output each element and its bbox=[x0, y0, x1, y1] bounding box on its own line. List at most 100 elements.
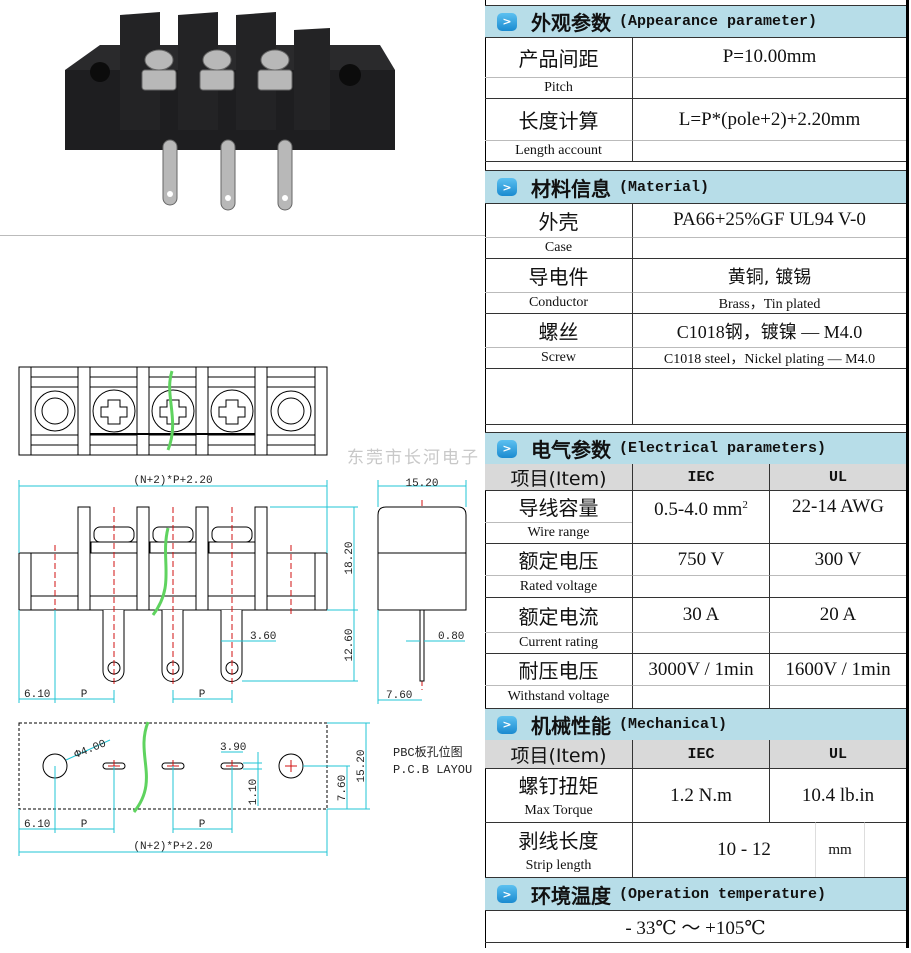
empty-cell bbox=[769, 685, 906, 708]
value-strip-length-unit: mm bbox=[815, 822, 865, 877]
dim-pitch: P bbox=[199, 689, 206, 701]
dim-pcb-width: 15.20 bbox=[356, 749, 368, 782]
label-torque-cn: 螺钉扭矩 bbox=[485, 768, 632, 800]
chevron-right-icon: > bbox=[497, 885, 517, 903]
value-current-rating-ul: 20 A bbox=[769, 597, 906, 632]
section-header-material: > 材料信息 (Material) bbox=[485, 170, 906, 204]
value-conductor-en: Brass，Tin plated bbox=[632, 292, 906, 313]
label-conductor-cn: 导电件 bbox=[485, 258, 632, 292]
section-header-electrical: > 电气参数 (Electrical parameters) bbox=[485, 432, 906, 465]
value-torque-iec: 1.2 N.m bbox=[632, 768, 769, 822]
empty-cell bbox=[632, 575, 769, 597]
value-text: 0.5-4.0 mm bbox=[654, 499, 743, 520]
section-header-temperature: > 环境温度 (Operation temperature) bbox=[485, 877, 906, 911]
dim-body-height: 18.20 bbox=[344, 541, 356, 574]
dim-slot-width: 1.10 bbox=[248, 779, 260, 805]
dim-pitch: P bbox=[81, 819, 88, 831]
value-temperature: - 33℃ ～ +105℃ bbox=[485, 910, 906, 943]
terminal-block-photo bbox=[65, 12, 395, 211]
section-subtitle: (Electrical parameters) bbox=[619, 440, 827, 457]
dim-edge-offset: 6.10 bbox=[24, 819, 50, 831]
label-torque-en: Max Torque bbox=[524, 803, 593, 818]
label-withstand-en: Withstand voltage bbox=[485, 685, 632, 708]
pcb-label-cn: PBC板孔位图 bbox=[393, 744, 463, 760]
label-pitch-cn: 产品间距 bbox=[518, 46, 599, 71]
column-header-item: 项目(Item) bbox=[485, 740, 632, 768]
label-current-rating-cn: 额定电流 bbox=[485, 597, 632, 632]
value-conductor: 黄铜, 镀锡 bbox=[632, 258, 906, 292]
dim-edge-offset: 6.10 bbox=[24, 689, 50, 701]
superscript: 2 bbox=[742, 499, 748, 511]
dim-pitch: P bbox=[81, 689, 88, 701]
label-case-cn: 外壳 bbox=[538, 209, 579, 234]
chevron-right-icon: > bbox=[497, 178, 517, 196]
section-header-mechanical: > 机械性能 (Mechanical) bbox=[485, 708, 906, 741]
value-case: PA66+25%GF UL94 V-0 bbox=[632, 203, 906, 237]
value-screw: C1018钢，镀镍 — M4.0 bbox=[632, 313, 906, 347]
empty-cell bbox=[632, 685, 769, 708]
label-strip-length-en: Strip length bbox=[525, 858, 592, 873]
label-pitch-en: Pitch bbox=[485, 77, 632, 98]
value-wire-range-ul: 22-14 AWG bbox=[769, 490, 906, 543]
empty-cell bbox=[632, 77, 906, 98]
column-header-iec: IEC bbox=[632, 740, 769, 768]
dim-pin-width: 3.60 bbox=[250, 631, 276, 643]
value-strip-length: 10 - 12 bbox=[632, 822, 815, 877]
label-screw-en: Screw bbox=[485, 347, 632, 368]
value-pitch: P=10.00mm bbox=[632, 37, 906, 77]
label-conductor-en: Conductor bbox=[485, 292, 632, 313]
label-case-en: Case bbox=[485, 237, 632, 258]
empty-cell bbox=[769, 632, 906, 653]
pcb-label-en: P.C.B LAYOU bbox=[393, 763, 472, 777]
dim-slot-length: 3.90 bbox=[220, 742, 246, 754]
dim-side-width: 15.20 bbox=[405, 478, 438, 490]
watermark: 东莞市长河电子 bbox=[347, 448, 480, 468]
label-rated-voltage-cn: 额定电压 bbox=[485, 543, 632, 575]
section-subtitle: (Operation temperature) bbox=[619, 885, 827, 903]
technical-drawing: (N+2)*P+2.20 15.20 18.20 12.60 3.60 0.80… bbox=[0, 236, 485, 948]
value-rated-voltage-iec: 750 V bbox=[632, 543, 769, 575]
top-view bbox=[18, 366, 328, 456]
column-header-iec: IEC bbox=[632, 464, 769, 490]
empty-cell bbox=[632, 140, 906, 162]
label-length-cn: 长度计算 bbox=[485, 98, 632, 140]
value-length: L=P*(pole+2)+2.20mm bbox=[632, 98, 906, 140]
empty-cell bbox=[769, 575, 906, 597]
section-title: 电气参数 bbox=[531, 438, 611, 462]
drawing-panel: 东莞市长河电子 bbox=[0, 0, 486, 948]
label-wire-range-en: Wire range bbox=[485, 522, 632, 543]
section-subtitle: (Appearance parameter) bbox=[619, 13, 818, 30]
empty-cell bbox=[865, 822, 906, 877]
label-screw-cn: 螺丝 bbox=[485, 313, 632, 347]
section-header-appearance: > 外观参数 (Appearance parameter) bbox=[485, 5, 906, 38]
section-subtitle: (Mechanical) bbox=[619, 716, 728, 733]
label-withstand-cn: 耐压电压 bbox=[485, 653, 632, 685]
empty-cell bbox=[632, 368, 906, 425]
dim-pin-thickness: 0.80 bbox=[438, 631, 464, 643]
dim-pitch: P bbox=[199, 819, 206, 831]
label-strip-length-cn: 剥线长度 bbox=[485, 822, 632, 855]
section-title: 机械性能 bbox=[531, 714, 611, 738]
chevron-right-icon: > bbox=[497, 439, 517, 458]
dim-pin-height: 12.60 bbox=[344, 628, 356, 661]
dim-hole-diameter: Φ4.00 bbox=[73, 738, 108, 761]
column-header-ul: UL bbox=[769, 464, 906, 490]
section-subtitle: (Material) bbox=[619, 178, 710, 196]
value-withstand-ul: 1600V / 1min bbox=[769, 653, 906, 685]
empty-cell bbox=[485, 368, 632, 425]
dimension-lines bbox=[18, 480, 467, 856]
dimension-drawing: (N+2)*P+2.20 15.20 18.20 12.60 3.60 0.80… bbox=[18, 366, 472, 856]
empty-cell bbox=[632, 632, 769, 653]
column-header-ul: UL bbox=[769, 740, 906, 768]
label-current-rating-en: Current rating bbox=[485, 632, 632, 653]
label-length-en: Length account bbox=[485, 140, 632, 162]
empty-cell bbox=[632, 237, 906, 258]
label-rated-voltage-en: Rated voltage bbox=[485, 575, 632, 597]
chevron-right-icon: > bbox=[497, 715, 517, 734]
dim-total-length: (N+2)*P+2.20 bbox=[133, 475, 212, 487]
value-current-rating-iec: 30 A bbox=[632, 597, 769, 632]
spec-table: > 外观参数 (Appearance parameter) 产品间距 Pitch… bbox=[485, 0, 909, 948]
value-torque-ul: 10.4 lb.in bbox=[769, 768, 906, 822]
dim-side-offset: 7.60 bbox=[386, 690, 412, 702]
